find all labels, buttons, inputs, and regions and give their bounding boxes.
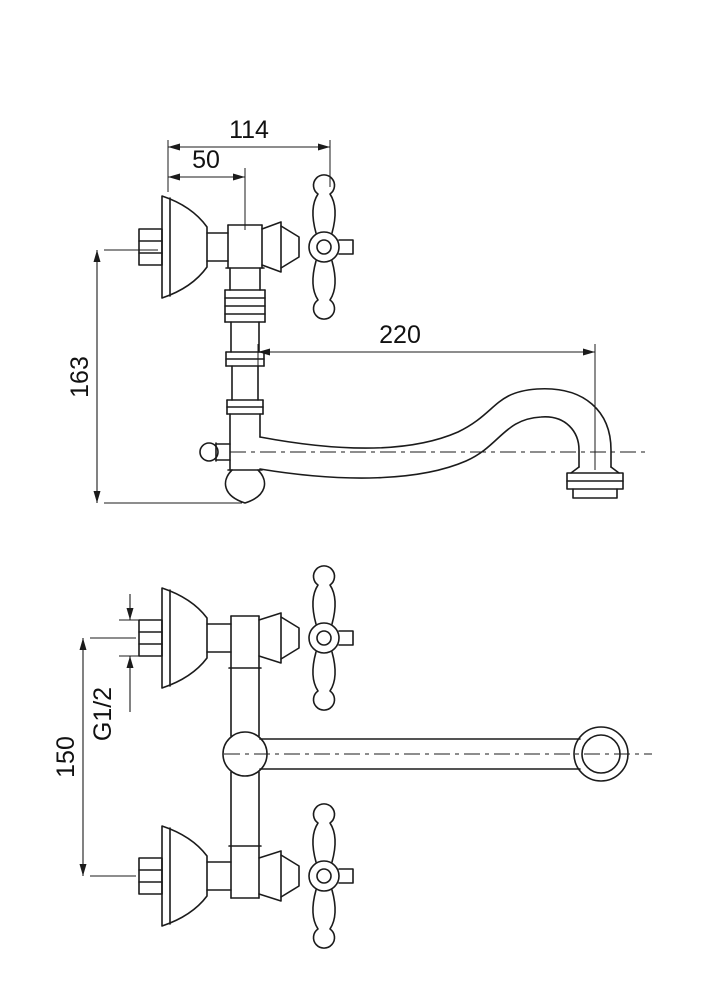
front-view-top-hex-nut-icon <box>138 619 163 657</box>
front-view-bottom-hex-nut-icon <box>138 857 163 895</box>
front-view-body-column <box>222 615 268 899</box>
dim-label-inlet-centers: 150 <box>52 736 80 778</box>
side-view-spout <box>259 388 624 499</box>
side-view-dimensions: 114 50 220 163 <box>66 116 650 504</box>
dim-label-overall-height: 163 <box>66 356 94 398</box>
side-view-cross-handle <box>261 174 354 320</box>
front-view-top-cross-handle <box>258 565 354 711</box>
dim-label-total-width: 114 <box>229 116 269 144</box>
side-view-body-column <box>224 224 266 504</box>
front-view-bottom-wall-flange <box>161 825 232 927</box>
side-view-wall-flange <box>161 195 229 299</box>
side-view-hex-nut-icon <box>138 228 163 266</box>
front-view-bottom-cross-handle <box>258 803 354 949</box>
dim-label-wall-to-axis: 50 <box>192 146 220 174</box>
dim-label-thread-size: G1/2 <box>89 687 117 741</box>
front-view-dimensions: 150 G1/2 <box>52 594 652 877</box>
front-view <box>138 565 629 949</box>
side-view-left-knob <box>199 442 231 462</box>
front-view-top-wall-flange <box>161 587 232 689</box>
dim-label-spout-reach: 220 <box>379 321 421 349</box>
